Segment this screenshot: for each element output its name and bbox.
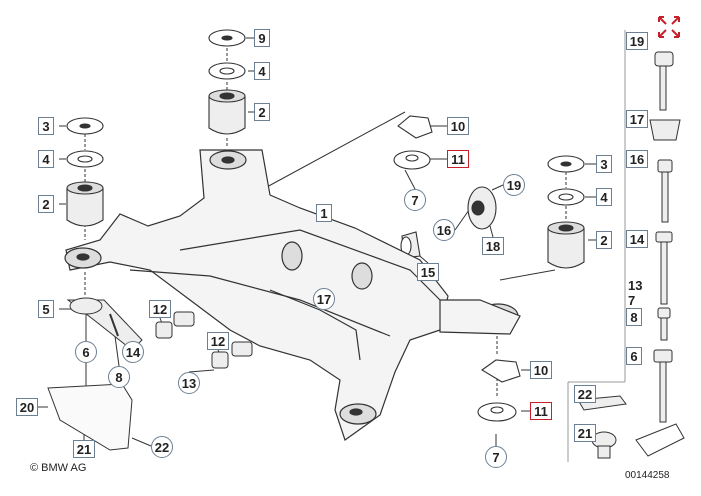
callout-21[interactable]: 21: [73, 440, 95, 458]
callout-11[interactable]: 11: [530, 402, 552, 420]
callout-3[interactable]: 3: [38, 117, 54, 135]
callout-5[interactable]: 5: [38, 300, 54, 318]
callout-10[interactable]: 10: [447, 117, 469, 135]
callout-1[interactable]: 1: [316, 204, 332, 222]
callout-12[interactable]: 12: [207, 332, 229, 350]
callout-15[interactable]: 15: [417, 263, 439, 281]
callout-3[interactable]: 3: [596, 155, 612, 173]
callout-8[interactable]: 8: [108, 366, 130, 388]
callout-17[interactable]: 17: [626, 110, 648, 128]
callout-19[interactable]: 19: [626, 32, 648, 50]
callout-9[interactable]: 9: [254, 29, 270, 47]
callout-8[interactable]: 8: [626, 308, 642, 326]
callout-4[interactable]: 4: [38, 150, 54, 168]
callout-2[interactable]: 2: [596, 231, 612, 249]
callout-6[interactable]: 6: [626, 347, 642, 365]
callout-16[interactable]: 16: [433, 219, 455, 241]
callout-10[interactable]: 10: [530, 361, 552, 379]
callout-7[interactable]: 7: [404, 189, 426, 211]
callout-2[interactable]: 2: [38, 195, 54, 213]
callout-13[interactable]: 13: [628, 278, 643, 293]
callout-7[interactable]: 7: [628, 293, 636, 308]
callout-18[interactable]: 18: [482, 237, 504, 255]
callout-14[interactable]: 14: [122, 341, 144, 363]
callout-19[interactable]: 19: [503, 174, 525, 196]
callout-20[interactable]: 20: [16, 398, 38, 416]
callout-21[interactable]: 21: [574, 424, 596, 442]
callout-17[interactable]: 17: [313, 288, 335, 310]
callout-12[interactable]: 12: [149, 300, 171, 318]
callout-7[interactable]: 7: [485, 446, 507, 468]
expand-arrows-icon[interactable]: [656, 14, 682, 40]
callout-14[interactable]: 14: [626, 230, 648, 248]
callout-13[interactable]: 13: [178, 372, 200, 394]
callout-4[interactable]: 4: [596, 188, 612, 206]
catalog-number: 00144258: [625, 470, 670, 481]
callout-2[interactable]: 2: [254, 103, 270, 121]
callout-22[interactable]: 22: [151, 436, 173, 458]
copyright-text: © BMW AG: [30, 462, 87, 474]
callout-22[interactable]: 22: [574, 385, 596, 403]
callout-16[interactable]: 16: [626, 150, 648, 168]
callout-11[interactable]: 11: [447, 150, 469, 168]
callout-6[interactable]: 6: [75, 341, 97, 363]
callout-4[interactable]: 4: [254, 62, 270, 80]
